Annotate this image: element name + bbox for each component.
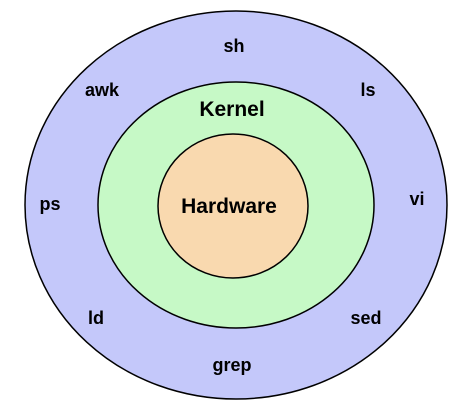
utility-label-ps: ps	[39, 194, 60, 214]
kernel-label: Kernel	[199, 98, 264, 121]
utility-label-awk: awk	[85, 80, 120, 100]
utility-label-sed: sed	[350, 308, 381, 328]
utility-label-ls: ls	[360, 80, 375, 100]
utility-label-sh: sh	[223, 36, 244, 56]
utility-label-grep: grep	[212, 355, 251, 375]
hardware-core	[157, 133, 309, 279]
utility-label-ld: ld	[88, 308, 104, 328]
utility-label-vi: vi	[409, 189, 424, 209]
hardware-label: Hardware	[181, 195, 277, 218]
